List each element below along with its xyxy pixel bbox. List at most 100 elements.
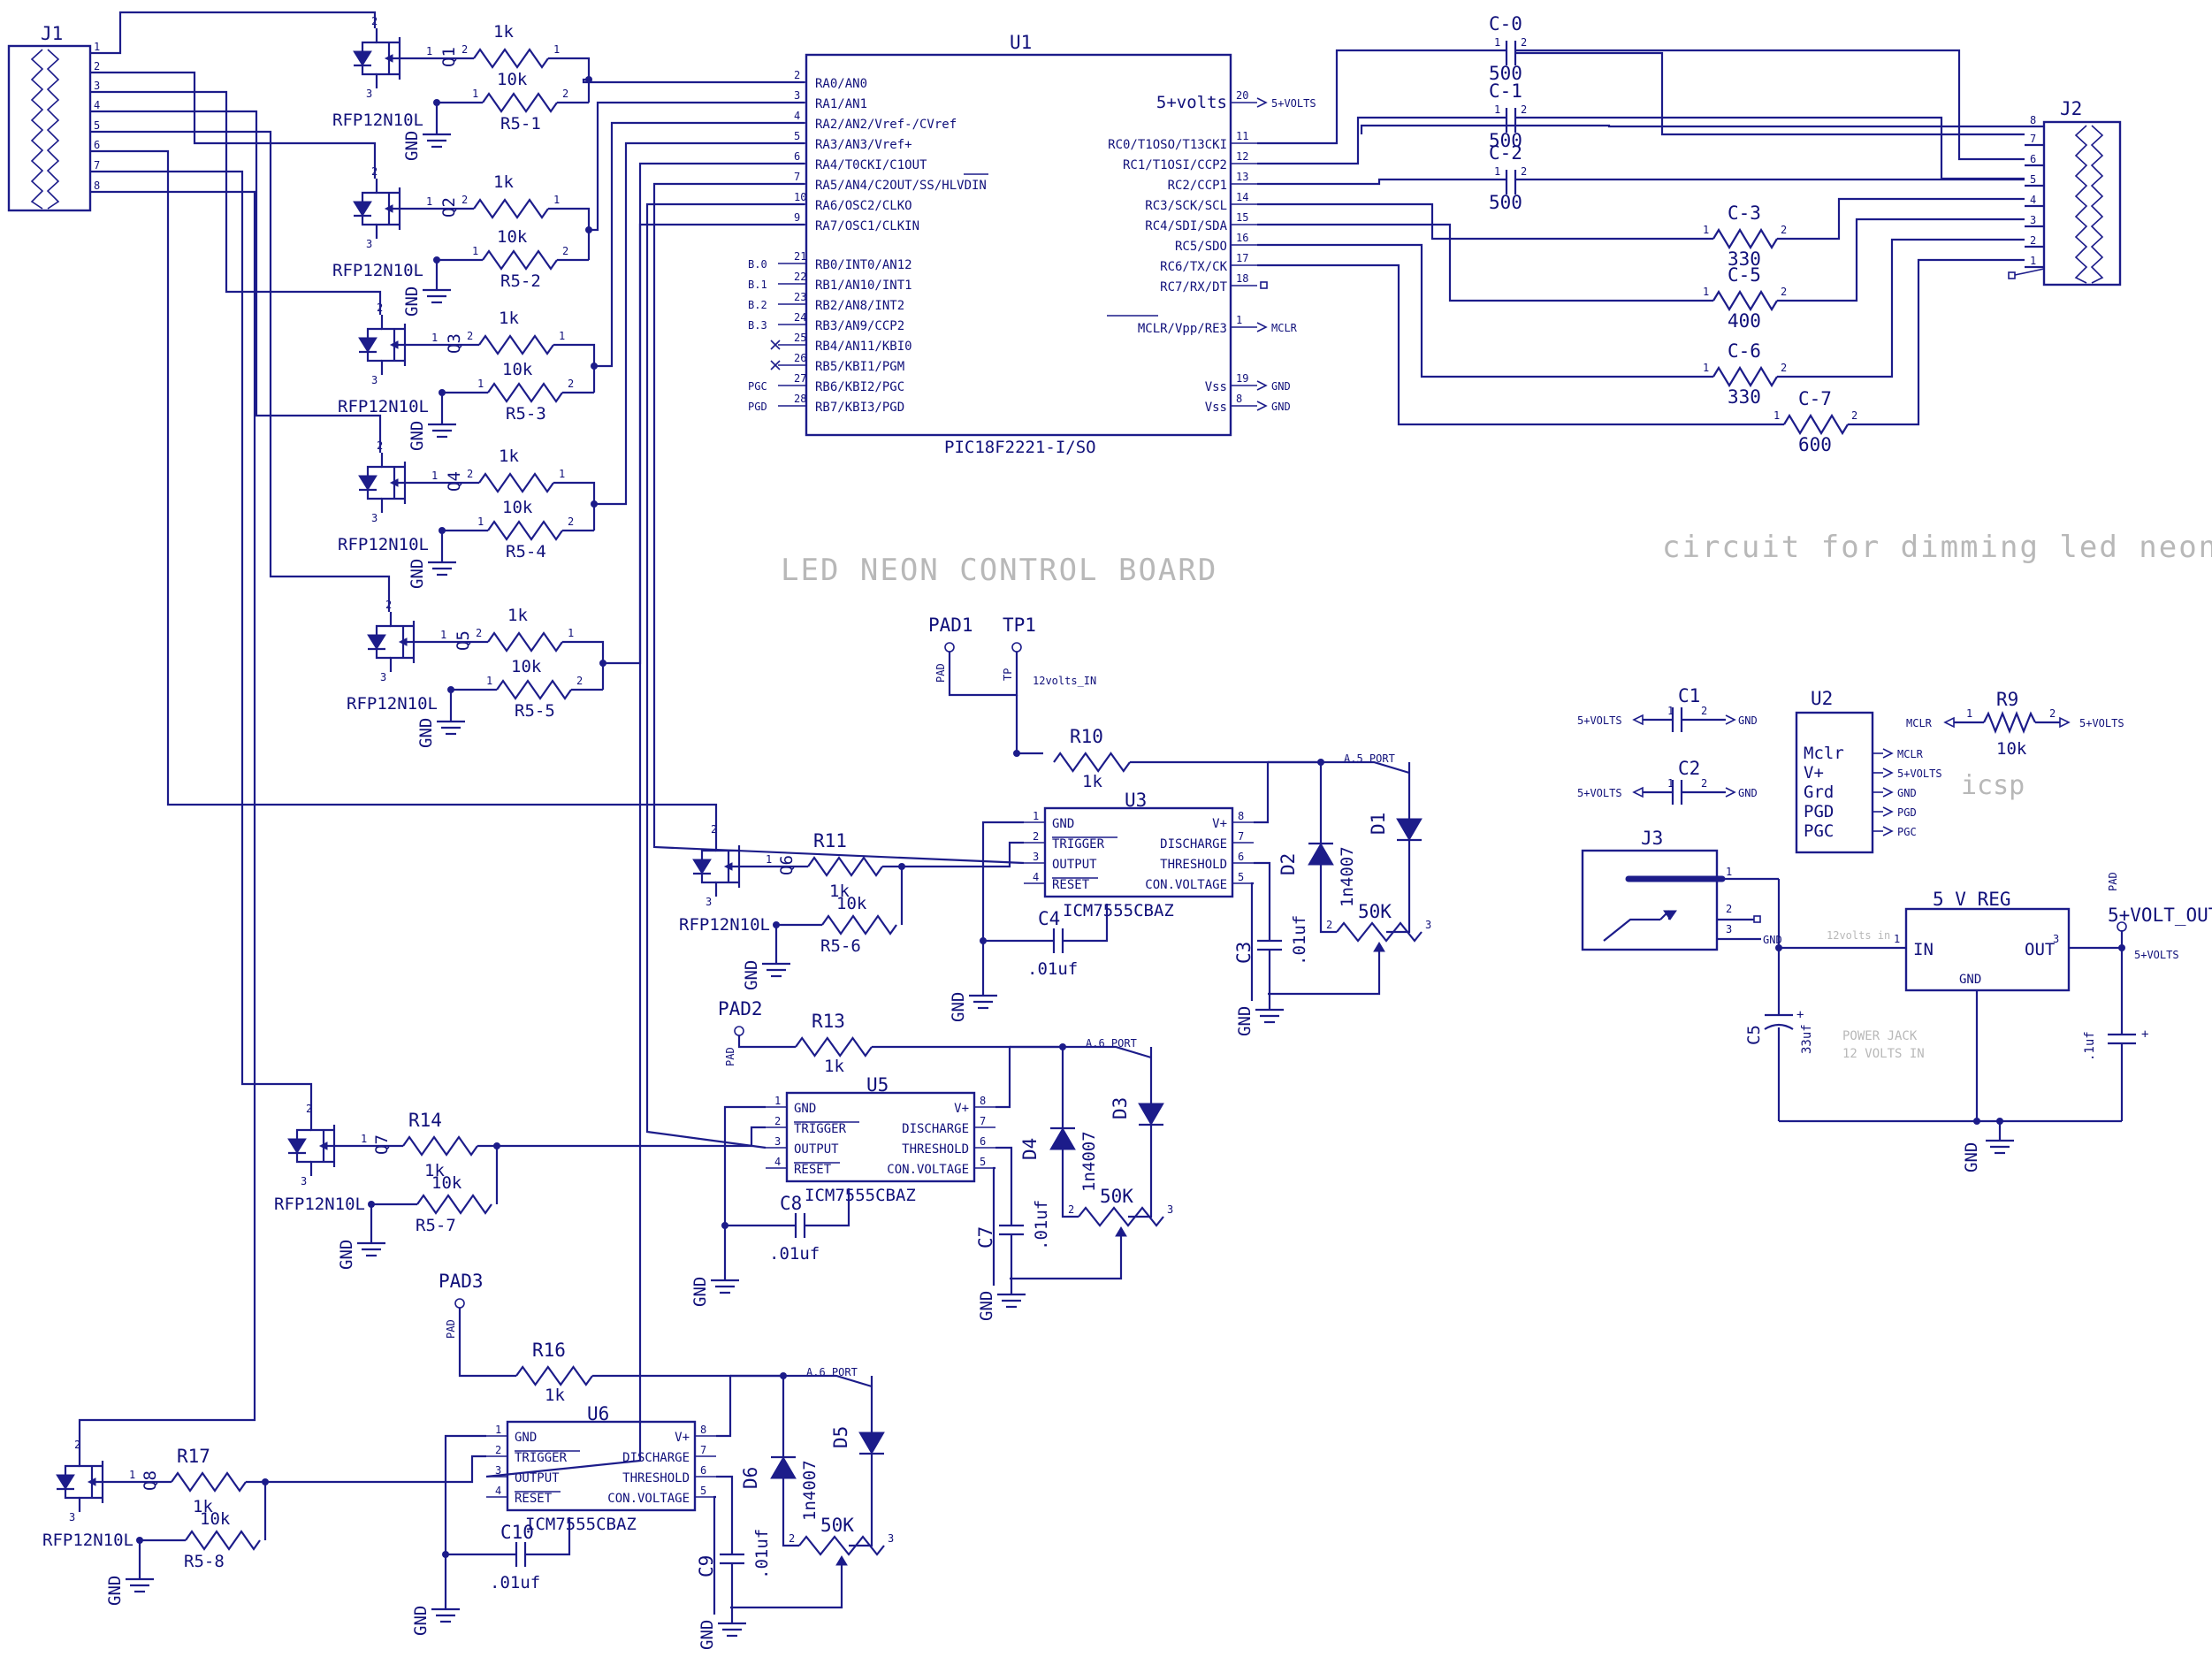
pad-pad3-tag: PAD bbox=[445, 1319, 457, 1339]
j2-pin-6: 6 bbox=[2030, 153, 2036, 165]
mosfet-q4-ref: Q4 bbox=[445, 471, 464, 492]
gate-resistor-q3-value: 1k bbox=[499, 309, 519, 328]
gate-resistor-r14 bbox=[402, 1135, 478, 1157]
mosfet-q3-ref: Q3 bbox=[445, 333, 464, 354]
svg-text:1: 1 bbox=[472, 88, 478, 100]
net-12v-in-small: 12volts in bbox=[1827, 929, 1890, 942]
svg-text:2: 2 bbox=[789, 1532, 795, 1545]
timer-u3-body bbox=[1043, 806, 1234, 898]
u2-pin-pgd: PGD bbox=[1804, 802, 1834, 821]
timer-u6-pin-2: TRIGGER bbox=[515, 1451, 568, 1465]
u1-pin-27-name: RB6/KBI2/PGC bbox=[815, 380, 904, 394]
c5-value: 33uf bbox=[1800, 1024, 1814, 1054]
timer-u3-pin-7: DISCHARGE bbox=[1160, 837, 1227, 851]
timer-u5-pin-2: TRIGGER bbox=[794, 1122, 847, 1136]
svg-text:1: 1 bbox=[553, 194, 560, 206]
cap-c-2-plates bbox=[1505, 170, 1517, 195]
svg-text:2: 2 bbox=[467, 468, 473, 480]
svg-text:1: 1 bbox=[477, 378, 484, 390]
ground-q7: GND bbox=[337, 1234, 385, 1270]
decoupling-c2-ref: C2 bbox=[1678, 758, 1700, 779]
timer-u3-pin-8: V+ bbox=[1212, 817, 1227, 831]
u1-pin-10-name: RA6/OSC2/CLKO bbox=[815, 199, 912, 213]
mosfet-q1-part: RFP12N10L bbox=[332, 111, 423, 130]
ground-u3-c: GND bbox=[1235, 1001, 1284, 1036]
u2-net-v+: 5+VOLTS bbox=[1897, 767, 1942, 780]
pull-resistor-q4 bbox=[487, 520, 563, 541]
timer-u5-pin-5: CON.VOLTAGE bbox=[887, 1163, 969, 1177]
u1-pin-25-num: 25 bbox=[794, 332, 806, 344]
mosfet-q2-ref: Q2 bbox=[439, 197, 459, 218]
mosfet-q2-part: RFP12N10L bbox=[332, 261, 423, 280]
j2-pin-7: 7 bbox=[2030, 133, 2036, 145]
svg-text:3: 3 bbox=[888, 1532, 894, 1545]
pull-resistor-q3-value: 10k bbox=[502, 360, 533, 379]
svg-text:3: 3 bbox=[366, 88, 372, 100]
ground-q2: GND bbox=[402, 281, 451, 317]
res-c-5 bbox=[1712, 289, 1778, 312]
svg-text:2: 2 bbox=[306, 1103, 312, 1115]
cap-c9 bbox=[720, 1553, 744, 1565]
svg-text:2: 2 bbox=[1701, 705, 1707, 717]
svg-text:1: 1 bbox=[1773, 409, 1780, 422]
u1-pin-11-name: RC0/T1OSO/T13CKI bbox=[1108, 138, 1227, 152]
ground-u6-c: GND bbox=[698, 1615, 746, 1650]
charge-resistor-r13 bbox=[795, 1036, 873, 1058]
diode-d3 bbox=[1138, 1103, 1164, 1126]
u1-pin-11-num: 11 bbox=[1236, 130, 1248, 142]
svg-text:1: 1 bbox=[559, 330, 565, 342]
svg-text:2: 2 bbox=[1068, 1203, 1074, 1216]
u1-pin-19-num: 19 bbox=[1236, 372, 1248, 385]
u1-part: PIC18F2221-I/SO bbox=[944, 438, 1096, 457]
cap-c7 bbox=[999, 1224, 1024, 1236]
u1-net-1: MCLR bbox=[1271, 322, 1298, 334]
u1-pin-8-num: 8 bbox=[1236, 393, 1242, 405]
cap-c-3-ref: C-3 bbox=[1728, 202, 1761, 224]
svg-text:4: 4 bbox=[774, 1156, 781, 1168]
timer-u3-pin-5: CON.VOLTAGE bbox=[1145, 878, 1227, 892]
svg-text:1: 1 bbox=[486, 675, 492, 687]
ground-u3-t-label: GND bbox=[949, 992, 968, 1022]
pull-resistor-u3-ref: R5-6 bbox=[820, 936, 861, 956]
svg-text:3: 3 bbox=[380, 671, 386, 683]
gate-resistor-q1-value: 1k bbox=[493, 22, 514, 42]
net-12v-in: 12volts_IN bbox=[1033, 675, 1096, 687]
charge-resistor-r16-ref: R16 bbox=[532, 1340, 566, 1361]
cap-c3-value: .01uf bbox=[1290, 915, 1309, 966]
ground-q1-label: GND bbox=[402, 131, 422, 161]
cap-c-6-ref: C-6 bbox=[1728, 340, 1761, 362]
svg-text:2: 2 bbox=[1521, 36, 1527, 49]
diode-d4 bbox=[1049, 1126, 1076, 1150]
j2-pin-2: 2 bbox=[2030, 234, 2036, 247]
svg-text:1: 1 bbox=[1494, 36, 1500, 49]
c-out-value: .1uf bbox=[2083, 1031, 2097, 1061]
mosfet-q5-part: RFP12N10L bbox=[347, 694, 438, 714]
svg-text:1: 1 bbox=[426, 45, 432, 57]
svg-text:1: 1 bbox=[361, 1133, 367, 1145]
cap-c9-value: .01uf bbox=[752, 1529, 772, 1579]
timer-u5-part: ICM7555CBAZ bbox=[805, 1186, 916, 1205]
u2-net-grd: GND bbox=[1897, 787, 1917, 799]
diode-d4-part: 1n4007 bbox=[1079, 1131, 1099, 1192]
svg-text:2: 2 bbox=[562, 245, 568, 257]
gate-resistor-r17-ref: R17 bbox=[177, 1446, 210, 1467]
u1-pin-28-num: 28 bbox=[794, 393, 806, 405]
mosfet-q5-ref: Q5 bbox=[454, 630, 473, 651]
svg-text:+: + bbox=[2141, 1027, 2148, 1042]
cap-c10-ref: C10 bbox=[500, 1522, 534, 1543]
u1-pin-17-num: 17 bbox=[1236, 252, 1248, 264]
svg-text:2: 2 bbox=[2049, 707, 2056, 720]
timer-u6-pin-4: RESET bbox=[515, 1492, 553, 1506]
j2-pin-8: 8 bbox=[2030, 114, 2036, 126]
gate-resistor-r17-value: 1k bbox=[193, 1497, 213, 1516]
pad-pad1 bbox=[944, 642, 955, 653]
j3-pin1: 1 bbox=[1726, 866, 1732, 878]
